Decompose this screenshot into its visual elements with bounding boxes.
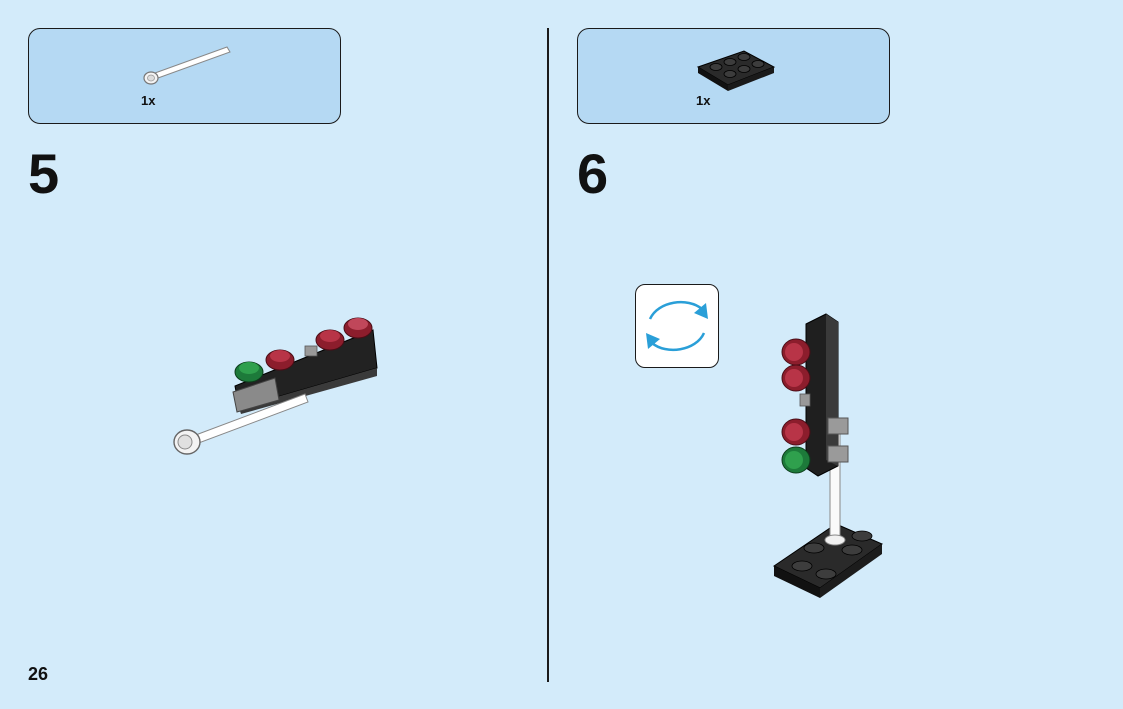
- rotate-model-callout: [635, 284, 719, 368]
- part-quantity: 1x: [696, 93, 711, 108]
- step-5-parts-box: 1x: [28, 28, 341, 124]
- black-plate-2x3-icon: [696, 50, 776, 91]
- white-bar-piece-icon: [143, 46, 231, 85]
- step-number: 5: [28, 142, 60, 205]
- page-divider: [547, 28, 549, 682]
- step-5-assembly-illustration: [173, 317, 378, 455]
- step-6-parts-box: 1x: [577, 28, 890, 124]
- step-number: 6: [577, 142, 609, 205]
- rotate-arrows-icon: [646, 301, 708, 351]
- page-number: 26: [28, 664, 49, 684]
- step-6-assembly-illustration: [772, 313, 884, 598]
- part-quantity: 1x: [141, 93, 156, 108]
